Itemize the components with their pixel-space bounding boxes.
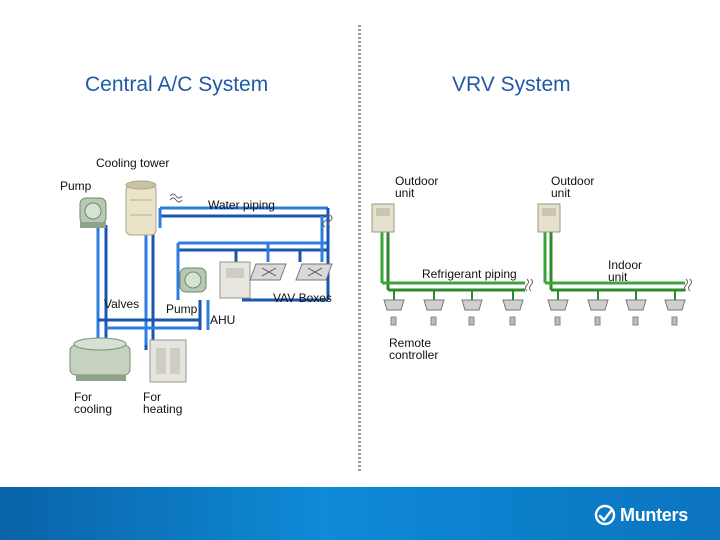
indoor-unit-icon [461, 299, 483, 326]
indoor-unit-icon [547, 299, 569, 326]
indoor-drops [393, 290, 676, 300]
munters-logo-icon [594, 504, 616, 526]
vav-box-icon [249, 263, 287, 281]
chiller-icon [69, 337, 131, 381]
pump-icon [79, 197, 107, 228]
boiler-icon [149, 339, 187, 383]
central-ac-title: Central A/C System [85, 73, 269, 96]
section-divider [358, 25, 361, 473]
outdoor-unit-icon [537, 203, 561, 233]
indoor-unit-icon [383, 299, 405, 326]
vav-box-icon [295, 263, 333, 281]
brand-logo: Munters [594, 502, 688, 528]
vav-boxes-label: VAV Boxes [273, 291, 332, 305]
cooling-tower-label: Cooling tower [96, 156, 170, 170]
for-heating-label: For heating [143, 390, 183, 416]
pipe-break-marks [525, 278, 692, 292]
pump-label-top: Pump [60, 179, 92, 193]
vrv-title: VRV System [452, 73, 571, 96]
pump-label-mid: Pump [166, 302, 198, 316]
ahu-label: AHU [210, 313, 236, 327]
refrigerant-piping [380, 228, 685, 292]
indoor-units [383, 299, 686, 326]
footer-bar [0, 487, 720, 540]
cooling-tower-icon [125, 180, 157, 236]
system-diagram [69, 180, 692, 383]
remote-controller-label: Remote controller [389, 336, 439, 362]
outdoor-unit-icon [371, 203, 395, 233]
ahu-icon [219, 261, 251, 299]
valves-label: Valves [104, 297, 140, 311]
pipe-break-marks [169, 193, 333, 228]
brand-name: Munters [620, 504, 688, 525]
indoor-unit-icon [502, 299, 524, 326]
refrigerant-piping-label: Refrigerant piping [422, 267, 517, 281]
outdoor-unit-label-2: Outdoor unit [551, 174, 595, 200]
indoor-unit-icon [664, 299, 686, 326]
for-cooling-label: For cooling [74, 390, 113, 416]
outdoor-unit-label-1: Outdoor unit [395, 174, 439, 200]
pump-icon [179, 267, 207, 293]
indoor-unit-icon [423, 299, 445, 326]
indoor-unit-icon [625, 299, 647, 326]
water-piping-label: Water piping [208, 198, 275, 212]
indoor-unit-icon [587, 299, 609, 326]
indoor-unit-label: Indoor unit [608, 258, 643, 284]
